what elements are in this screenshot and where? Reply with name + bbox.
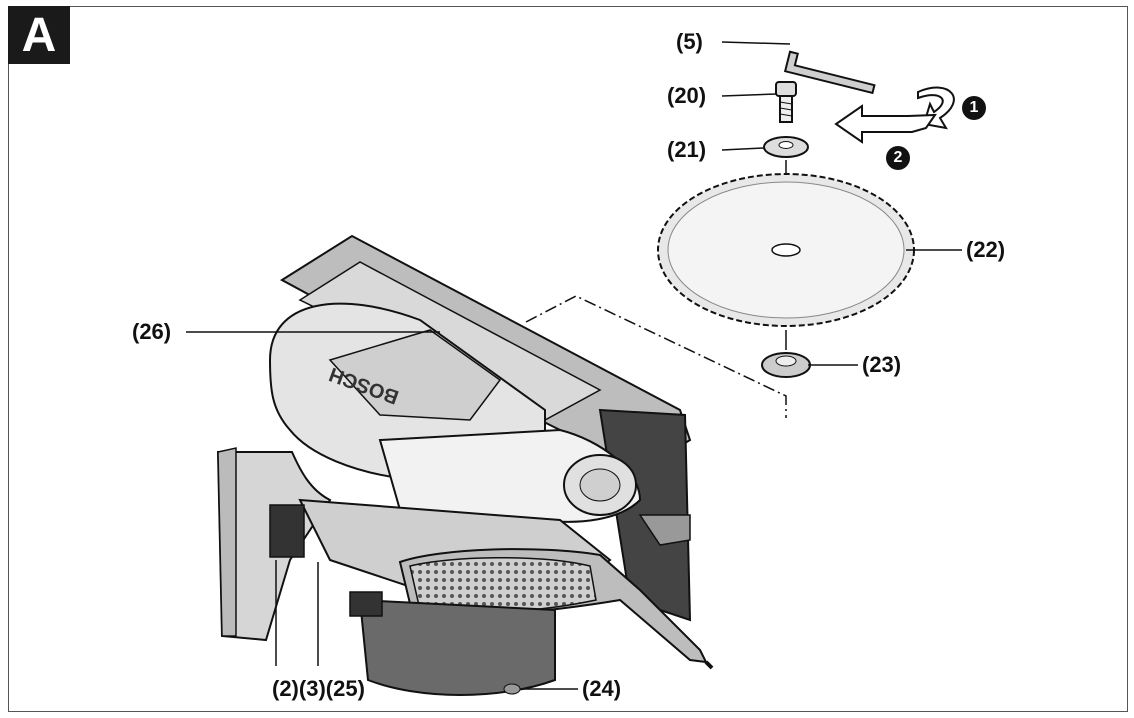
callout-5: (5)	[676, 29, 703, 54]
clamping-flange	[763, 136, 809, 158]
callout-2-3-25: (2)(3)(25)	[272, 676, 365, 701]
figure-frame	[8, 6, 1128, 712]
saw-blade	[657, 173, 915, 327]
mounting-flange	[761, 352, 811, 378]
callout-21: (21)	[667, 137, 707, 162]
rotation-arrows	[834, 86, 955, 144]
step-1-marker: 1	[962, 96, 986, 120]
leader-lines	[186, 41, 962, 690]
callout-23: (23)	[862, 352, 902, 377]
callout-22: (22)	[966, 237, 1006, 262]
hex-key	[783, 50, 876, 95]
callout-20: (20)	[667, 83, 707, 108]
step-2-marker: 2	[886, 146, 910, 170]
callout-26: (26)	[132, 319, 172, 344]
callout-24: (24)	[582, 676, 622, 701]
clamping-screw	[775, 81, 797, 123]
saw-body	[216, 234, 714, 696]
figure-label: A	[8, 6, 70, 64]
